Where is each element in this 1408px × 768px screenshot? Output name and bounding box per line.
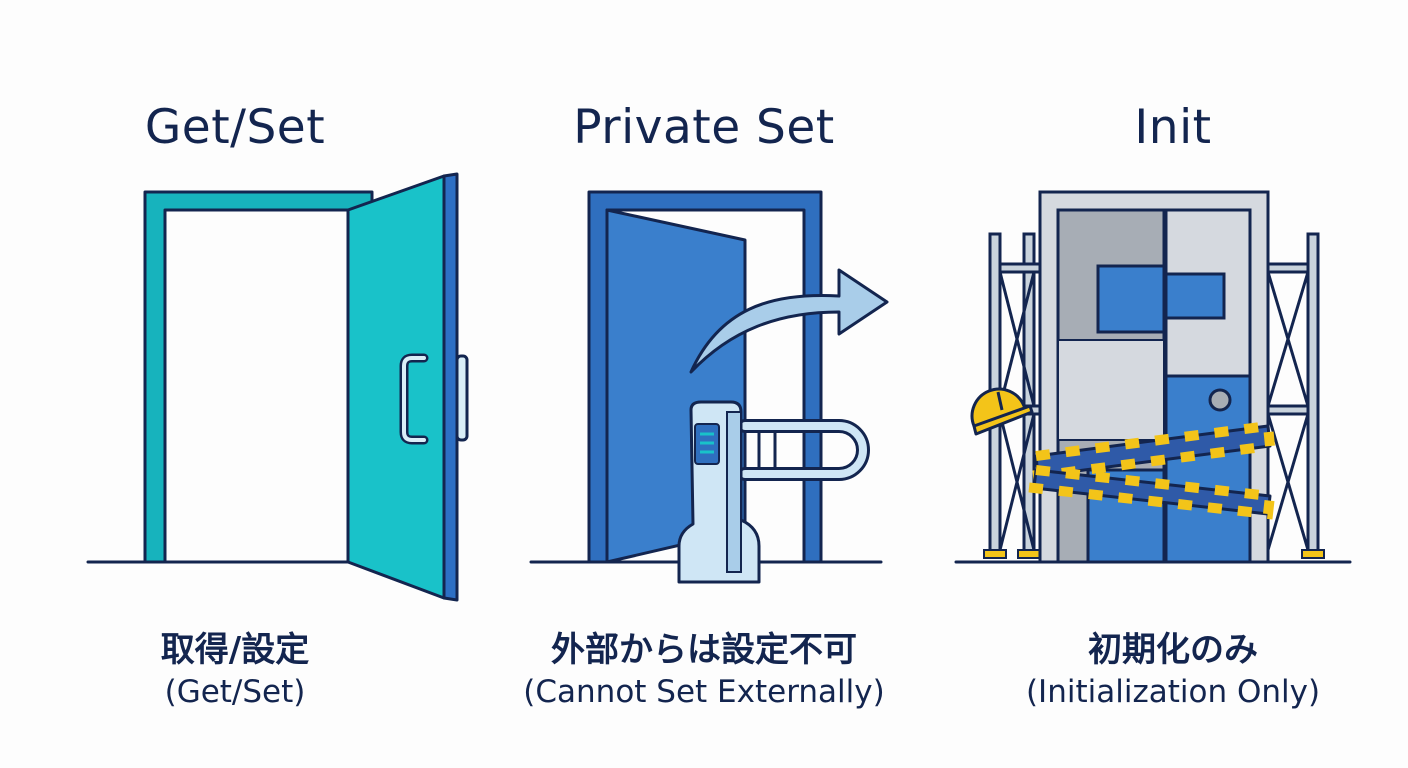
hard-hat-icon [970, 387, 1034, 436]
panel-title: Private Set [573, 100, 835, 155]
caution-tape-icon [1028, 426, 1276, 520]
label-japanese: 初期化のみ [1088, 630, 1258, 670]
label-english: (Initialization Only) [1025, 674, 1321, 710]
label-japanese: 外部からは設定不可 [551, 630, 857, 670]
label-english: (Get/Set) [164, 674, 306, 710]
panel-title: Init [1134, 100, 1212, 155]
door-with-turnstile-icon [529, 190, 889, 584]
panel-get-set: Get/Set 取得/設定 (Get/Set) [0, 0, 470, 768]
arrow-icon [689, 268, 889, 374]
panel-private-set: Private Set 外部からは設定不可 (Cannot Set Extern… [469, 0, 939, 768]
label-english: (Cannot Set Externally) [523, 674, 885, 710]
door-under-construction-icon [954, 190, 1352, 564]
panel-init: Init [938, 0, 1408, 768]
panel-title: Get/Set [144, 100, 326, 155]
label-japanese: 取得/設定 [160, 630, 310, 670]
open-door-icon [86, 172, 469, 602]
